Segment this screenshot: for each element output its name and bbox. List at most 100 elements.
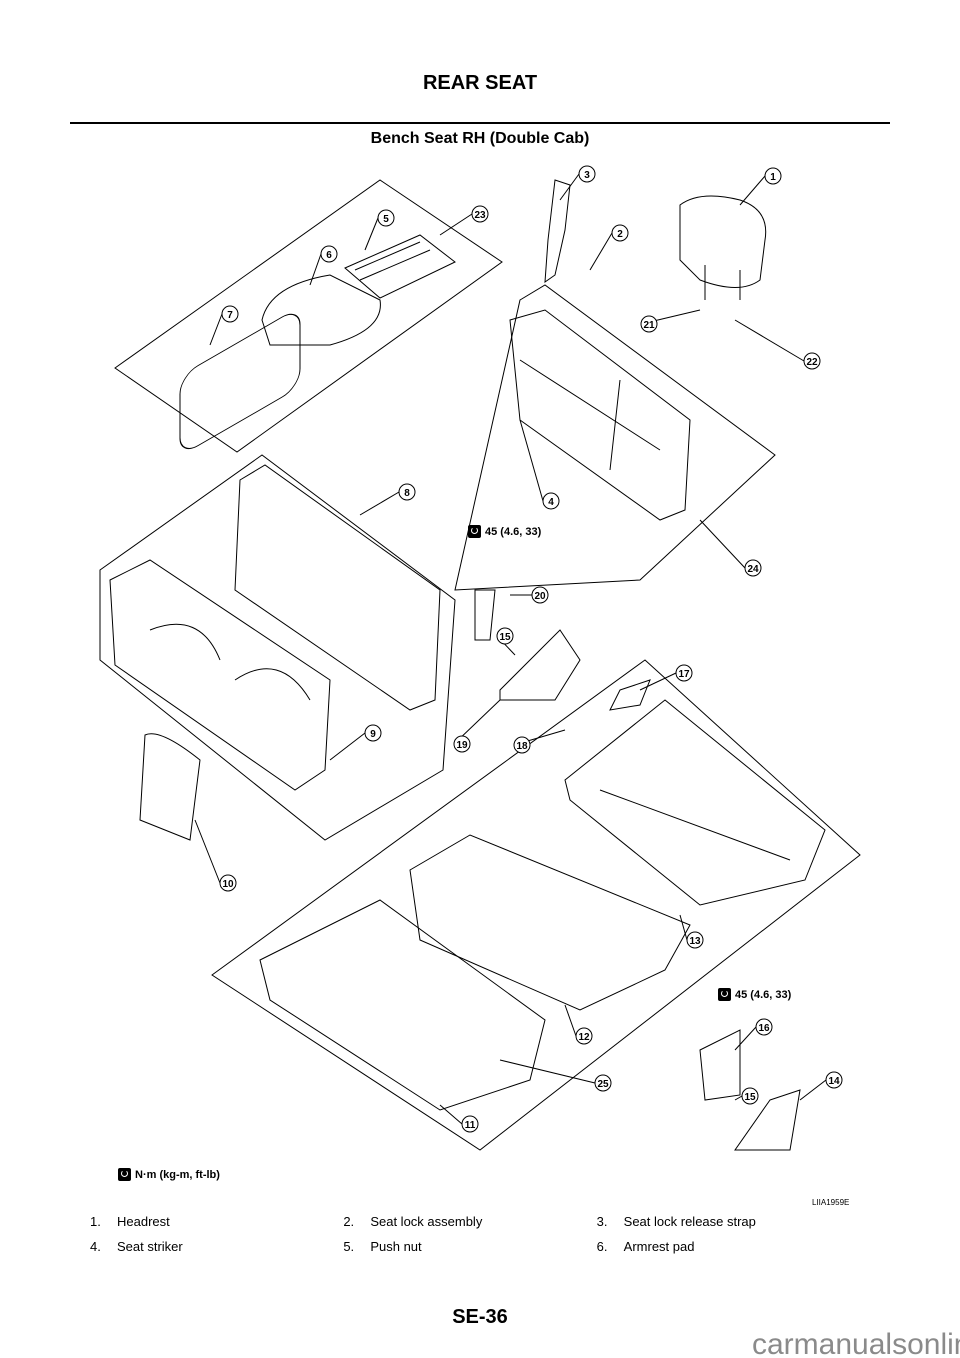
callout-circle: [640, 315, 658, 333]
callout-leader: [639, 672, 677, 691]
callout-number: 4: [548, 497, 554, 508]
callout-leader: [734, 319, 805, 362]
torque-wrench-icon: [718, 988, 731, 1001]
legend-label: Headrest: [117, 1214, 170, 1229]
seatback-pad-10: [139, 733, 201, 841]
callout-circle: [611, 224, 629, 242]
seat-frame-13: [564, 699, 826, 906]
callout-circle: [531, 586, 549, 604]
callout-number: 11: [465, 1120, 476, 1131]
callout-leader: [679, 914, 688, 941]
callout-circle: [741, 1087, 759, 1105]
callout-leader: [499, 1059, 596, 1084]
callout-number: 8: [404, 488, 410, 499]
callout-leader: [329, 732, 366, 761]
headrest: [679, 195, 767, 300]
callout-number: 14: [828, 1076, 840, 1087]
torque-value: 45 (4.6, 33): [735, 988, 792, 1001]
legend-label: Armrest pad: [623, 1239, 695, 1254]
push-nut-5: [344, 234, 456, 299]
legend-item: 2. Seat lock assembly: [343, 1214, 596, 1239]
callout-number: 20: [534, 591, 546, 602]
callout-leader: [734, 1095, 743, 1101]
legend-label: Push nut: [370, 1239, 422, 1254]
callout-circle: [764, 167, 782, 185]
callout-leader: [359, 491, 400, 516]
callout-number: 9: [370, 729, 376, 740]
unit-legend-text: N·m (kg-m, ft-lb): [135, 1168, 220, 1181]
callout-circle: [803, 352, 821, 370]
legend-num: 2.: [343, 1214, 355, 1229]
callout-number: 16: [758, 1023, 770, 1034]
callout-circle: [575, 1027, 593, 1045]
armrest-pad-6: [261, 274, 381, 346]
callout-circle: [221, 305, 239, 323]
legend-item: 4. Seat striker: [90, 1239, 343, 1264]
seat-back-frame: [509, 309, 691, 521]
figure-code: LIIA1959E: [812, 1198, 850, 1207]
callout-circle: [675, 664, 693, 682]
watermark: carmanualsonline.info: [752, 1328, 960, 1358]
callout-leader: [209, 313, 223, 346]
callout-leader: [194, 819, 221, 884]
callout-circle: [364, 724, 382, 742]
callout-circle: [496, 627, 514, 645]
callout-circle: [825, 1071, 843, 1089]
legend-row: 4. Seat striker 5. Push nut 6. Armrest pad: [90, 1239, 850, 1264]
legend-label: Seat striker: [117, 1239, 183, 1254]
callout-circle: [471, 205, 489, 223]
legend-label: Seat lock release strap: [623, 1214, 756, 1229]
callout-circle: [686, 931, 704, 949]
page-number: SE-36: [452, 1306, 508, 1328]
callout-leader: [564, 1004, 577, 1037]
torque-spec-lower: 45 (4.6, 33): [718, 988, 791, 1001]
callout-circle: [755, 1018, 773, 1036]
callout-leader: [364, 217, 379, 251]
legend-num: 5.: [343, 1239, 355, 1254]
armrest-group-panel: [114, 179, 503, 453]
torque-spec-upper: 45 (4.6, 33): [468, 525, 541, 538]
seat-pad-11: [259, 899, 546, 1111]
callout-circle: [219, 874, 237, 892]
callout-leader: [559, 173, 580, 201]
callout-number: 24: [747, 564, 759, 575]
callout-number: 7: [227, 310, 233, 321]
callout-number: 15: [499, 632, 511, 643]
callout-number: 3: [584, 170, 590, 181]
seat-cover-12: [409, 834, 691, 1011]
callout-number: 2: [617, 229, 623, 240]
torque-unit-legend: N·m (kg-m, ft-lb): [118, 1168, 220, 1181]
seatback-pad-9: [109, 559, 331, 791]
torque-wrench-icon: [118, 1168, 131, 1181]
seatback-trim-panel: [99, 454, 456, 841]
legend-num: 4.: [90, 1239, 101, 1254]
legend-item: 1. Headrest: [90, 1214, 343, 1239]
callout-number: 25: [597, 1079, 609, 1090]
callout-leader: [439, 213, 473, 236]
legend-label: Seat lock assembly: [370, 1214, 483, 1229]
callout-number: 12: [578, 1032, 590, 1043]
callout-number: 15: [744, 1092, 756, 1103]
callout-circle: [744, 559, 762, 577]
legend-num: 1.: [90, 1214, 101, 1229]
callout-circle: [377, 209, 395, 227]
release-strap: [544, 179, 571, 284]
callout-circle: [578, 165, 596, 183]
callout-number: 13: [689, 936, 701, 947]
callout-circle: [320, 245, 338, 263]
callout-number: 17: [678, 669, 690, 680]
callout-number: 18: [516, 741, 528, 752]
callout-number: 10: [222, 879, 234, 890]
legend-num: 6.: [596, 1239, 608, 1254]
callout-number: 23: [474, 210, 486, 221]
torque-value: 45 (4.6, 33): [485, 525, 542, 538]
callout-leader: [799, 1079, 827, 1101]
callout-circle: [461, 1115, 479, 1133]
legend-item: 6. Armrest pad: [597, 1239, 850, 1264]
parts-legend: 1.Headrest 2.Seat lock assembly 3.Seat l…: [90, 1214, 850, 1264]
callout-circle: [513, 736, 531, 754]
callout-leader: [734, 1026, 757, 1051]
seat-cushion-panel: [211, 659, 861, 1151]
callout-leader: [699, 519, 746, 569]
